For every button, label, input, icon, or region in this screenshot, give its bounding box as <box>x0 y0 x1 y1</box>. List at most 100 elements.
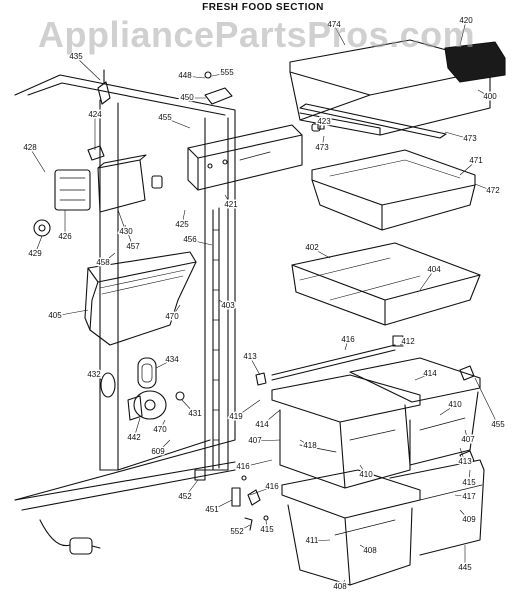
leader-line-448 <box>184 75 206 79</box>
callout-424: 424 <box>88 110 102 119</box>
leader-line-455 <box>164 117 191 129</box>
assembly-442 <box>127 390 167 421</box>
clip-435 <box>97 69 111 105</box>
callout-420: 420 <box>459 16 473 25</box>
leader-line-410 <box>359 464 367 476</box>
leader-line-455 <box>474 377 499 426</box>
leader-line-408 <box>359 544 371 552</box>
leader-line-609 <box>157 439 171 453</box>
meat-pan-471 <box>311 149 476 231</box>
callout-413: 413 <box>458 457 472 466</box>
cabinet-liner <box>14 74 236 511</box>
callout-431: 431 <box>188 409 202 418</box>
leader-line-452 <box>184 479 199 498</box>
lower-pan-408 <box>281 459 485 586</box>
leader-line-415 <box>468 469 471 484</box>
callout-428: 428 <box>23 143 37 152</box>
callout-413: 413 <box>243 352 257 361</box>
leader-line-402 <box>311 247 331 259</box>
compartment-420 <box>444 41 506 83</box>
callout-400: 400 <box>483 92 497 101</box>
leader-line-472 <box>474 183 494 192</box>
callout-414: 414 <box>255 420 269 429</box>
callout-434: 434 <box>165 355 179 364</box>
leader-line-417 <box>454 494 470 498</box>
leader-line-416 <box>242 459 273 468</box>
callout-418: 418 <box>303 441 317 450</box>
leader-line-473 <box>444 131 471 140</box>
callout-471: 471 <box>469 156 483 165</box>
callout-432: 432 <box>87 370 101 379</box>
leader-line-425 <box>181 209 186 226</box>
leader-line-421 <box>224 194 232 206</box>
light-socket-assembly <box>54 145 163 213</box>
leader-line-456 <box>189 239 213 246</box>
callout-408: 408 <box>363 546 377 555</box>
leader-line-451 <box>211 499 233 511</box>
shelf-cover-405 <box>84 251 197 346</box>
callout-472: 472 <box>486 186 500 195</box>
callout-429: 429 <box>28 249 42 258</box>
callout-416: 416 <box>341 335 355 344</box>
callout-421: 421 <box>224 200 238 209</box>
leader-line-409 <box>459 509 470 521</box>
bracket-450 <box>204 71 233 105</box>
leader-line-405 <box>54 309 89 317</box>
leader-line-434 <box>155 359 173 369</box>
callout-470: 470 <box>153 425 167 434</box>
callout-451: 451 <box>205 505 219 514</box>
callout-411: 411 <box>306 536 319 545</box>
callout-415: 415 <box>462 478 476 487</box>
callout-450: 450 <box>180 93 194 102</box>
callout-474: 474 <box>327 20 341 29</box>
leader-line-423 <box>319 121 325 128</box>
leader-line-428 <box>29 147 46 173</box>
callout-423: 423 <box>317 117 331 126</box>
leader-line-403 <box>218 299 229 307</box>
grommet-432 <box>100 372 116 398</box>
callout-412: 412 <box>401 337 415 346</box>
callout-407: 407 <box>461 435 475 444</box>
callout-609: 609 <box>151 447 165 456</box>
leader-line-408 <box>339 579 346 588</box>
leader-line-411 <box>311 539 331 542</box>
callout-456: 456 <box>183 235 197 244</box>
callout-555: 555 <box>220 68 234 77</box>
callout-404: 404 <box>427 265 441 274</box>
callout-414: 414 <box>423 369 437 378</box>
leader-line-416 <box>249 486 273 496</box>
leader-line-413 <box>459 447 466 463</box>
leader-line-435 <box>75 56 101 81</box>
callout-416: 416 <box>265 482 279 491</box>
leader-line-416 <box>344 339 349 351</box>
leader-line-431 <box>181 399 196 415</box>
callout-408: 408 <box>333 582 347 591</box>
callout-402: 402 <box>305 243 319 252</box>
callout-442: 442 <box>127 433 141 442</box>
leader-line-415 <box>265 519 268 531</box>
shelf-ladder-rail <box>212 207 220 471</box>
leader-line-432 <box>93 374 103 381</box>
callout-425: 425 <box>175 220 189 229</box>
leader-line-414 <box>261 409 281 426</box>
callout-448: 448 <box>178 71 192 80</box>
screw-431 <box>175 391 185 401</box>
callout-419: 419 <box>229 412 243 421</box>
callout-417: 417 <box>462 492 476 501</box>
rod-416 <box>271 335 404 381</box>
leader-line-407 <box>464 429 469 441</box>
part-609 <box>194 469 206 481</box>
leader-line-414 <box>414 373 431 381</box>
leader-line-400 <box>477 89 491 98</box>
leader-line-407 <box>254 439 281 442</box>
callout-415: 415 <box>260 525 274 534</box>
leader-line-471 <box>459 160 477 176</box>
leader-line-458 <box>102 252 116 264</box>
crisper-drawer-left <box>271 374 421 489</box>
leader-line-418 <box>299 439 311 447</box>
clip-parts <box>241 122 475 481</box>
wire-harness <box>39 519 101 555</box>
